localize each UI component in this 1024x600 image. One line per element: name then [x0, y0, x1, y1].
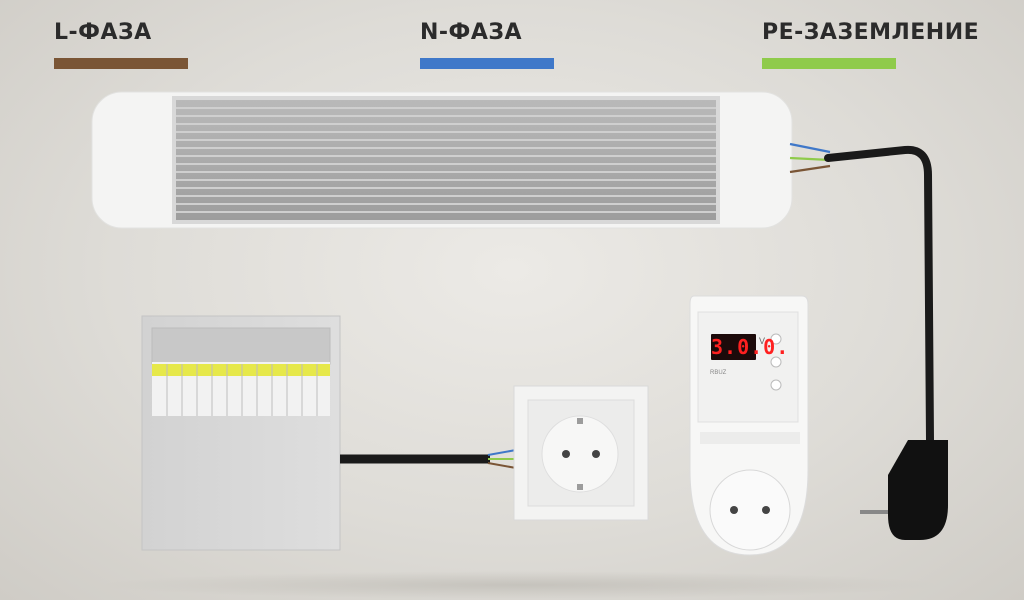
- legend-l-phase-label: L-ФАЗА: [54, 20, 152, 45]
- legend-n-phase-color-bar: [420, 58, 554, 69]
- floor-shadow: [100, 571, 940, 599]
- heater-wires: [789, 142, 831, 174]
- socket-wires: [487, 449, 517, 469]
- distribution-panel: [141, 315, 341, 551]
- infrared-heater: [91, 91, 793, 229]
- relay-brand-label: RBUZ: [710, 370, 727, 376]
- heater-power-cord: [824, 145, 934, 444]
- voltage-relay: [689, 295, 809, 556]
- legend-n-phase-label: N-ФАЗА: [420, 20, 523, 45]
- wall-socket: [513, 385, 649, 521]
- legend-pe-ground-color-bar: [762, 58, 896, 69]
- legend-pe-ground-label: PE-ЗАЗЕМЛЕНИЕ: [762, 20, 980, 45]
- heater-plug: [860, 440, 948, 540]
- relay-voltage-display: 3.0.0.: [711, 334, 790, 360]
- legend-l-phase-color-bar: [54, 58, 188, 69]
- relay-voltage-unit: V: [759, 336, 766, 346]
